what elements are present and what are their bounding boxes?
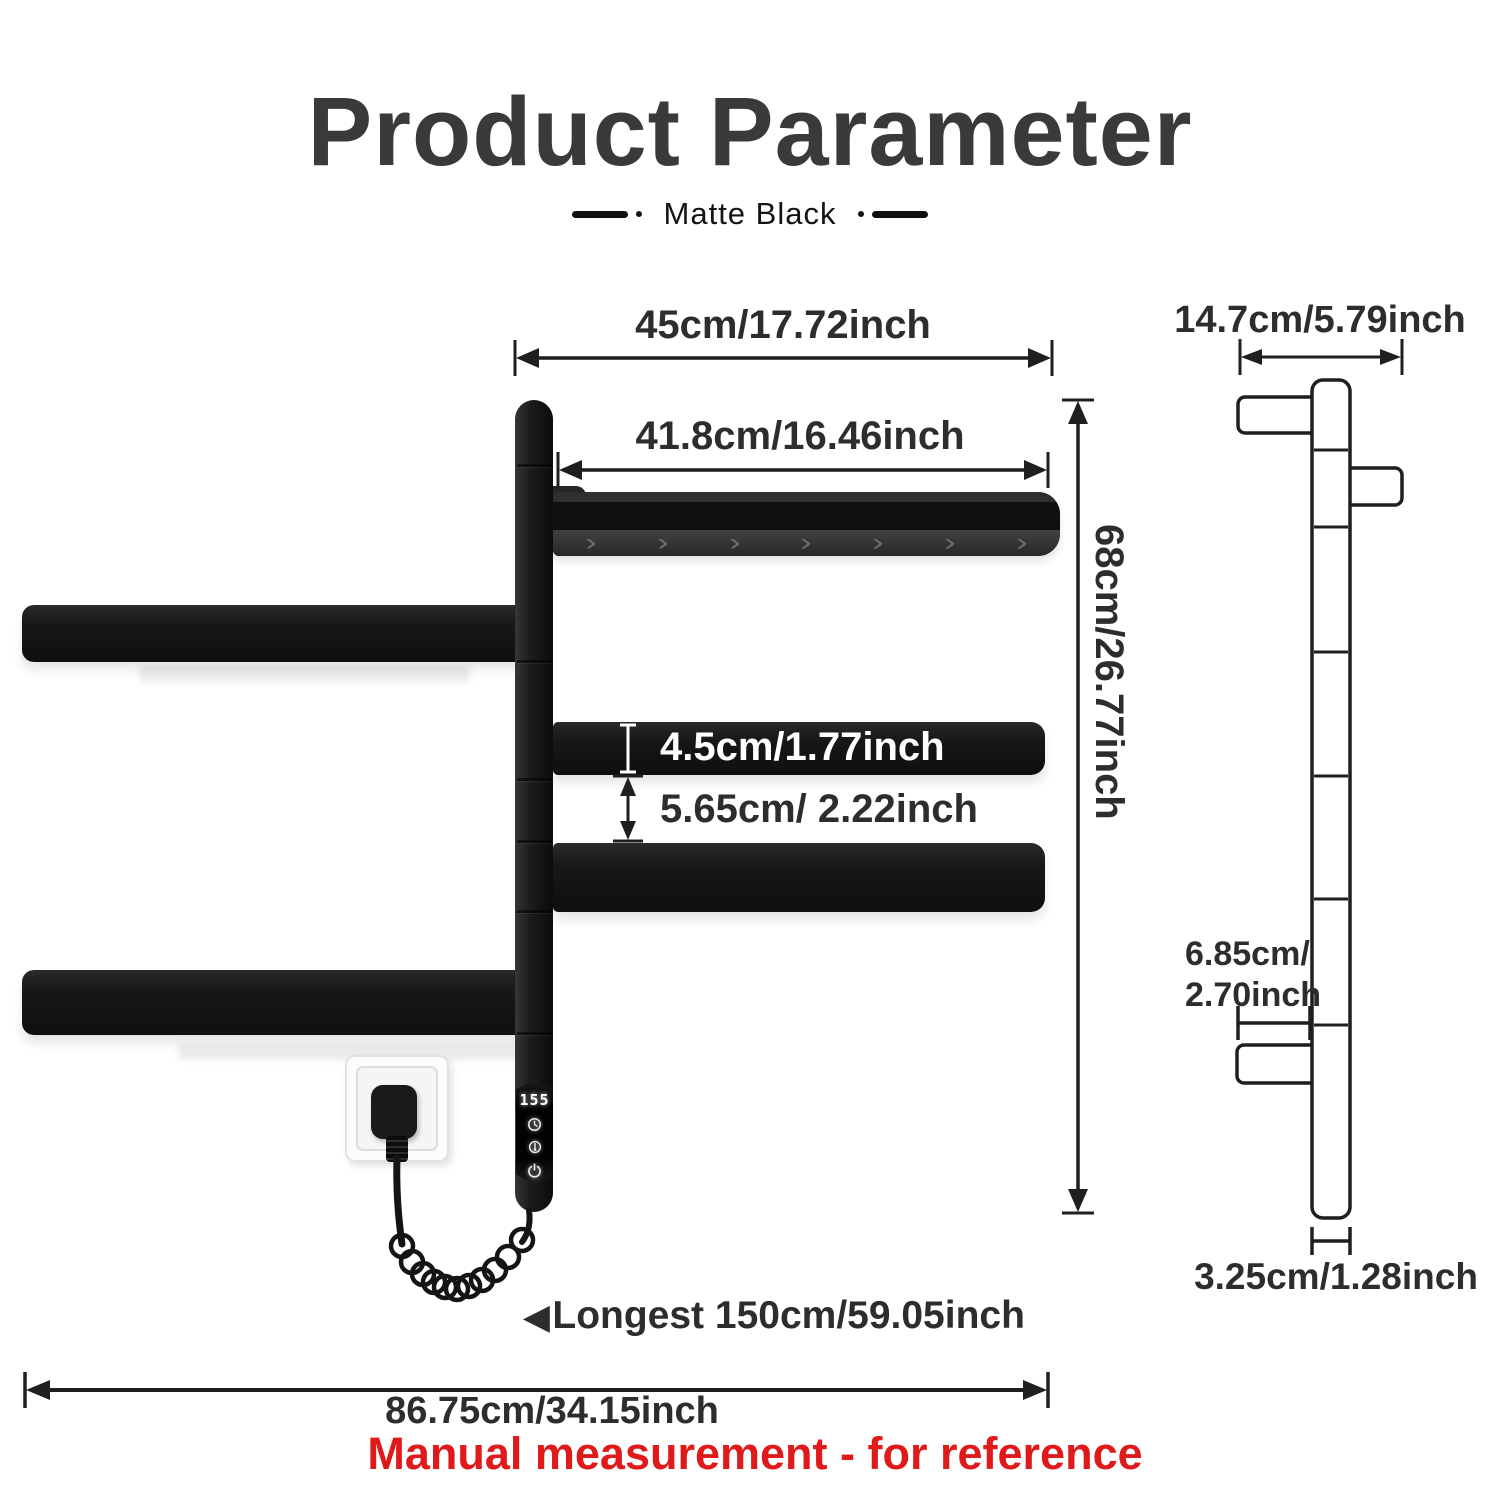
dim-shelf-width-arrow — [556, 452, 1050, 488]
label-side-depth: 6.85cm/ 2.70inch — [1185, 934, 1321, 1016]
subtitle-dot-right — [858, 211, 865, 217]
side-view-drawing — [1235, 378, 1404, 1220]
dimension-lines — [23, 339, 1404, 1408]
temperature-readout: 155 — [519, 1091, 550, 1109]
pole-joint — [517, 464, 551, 467]
label-total-width: 86.75cm/34.15inch — [385, 1390, 719, 1432]
towel-bar-right-lower — [553, 843, 1045, 912]
shelf-vent-chevron-icon: › — [656, 529, 669, 556]
shelf-front-face — [553, 502, 1060, 530]
shelf-vent-chevron-icon: › — [872, 529, 885, 556]
dim-side-width-arrow — [1238, 339, 1404, 375]
heater-pole-front — [515, 400, 553, 1212]
coiled-power-cord — [388, 1154, 536, 1303]
label-height: 68cm/26.77inch — [1087, 524, 1131, 820]
side-bar-bottom-left — [1235, 1043, 1323, 1085]
side-pole-joints — [1314, 448, 1348, 1027]
dim-total-width-arrow — [23, 1372, 1050, 1408]
subtitle-dash-right — [872, 210, 929, 218]
label-side-bottom-width: 3.25cm/1.28inch — [1194, 1256, 1478, 1297]
subtitle-dash-left — [571, 210, 628, 218]
label-side-depth-line1: 6.85cm/ — [1185, 935, 1310, 973]
shelf-top-face — [553, 492, 1060, 502]
dim-bar-thickness-line — [620, 723, 636, 774]
dim-side-depth-line — [1236, 1006, 1312, 1040]
pole-joint — [517, 778, 551, 781]
towel-bar-left-upper — [22, 605, 527, 662]
finish-label: Matte Black — [663, 196, 837, 231]
thermometer-icon — [528, 1140, 541, 1154]
side-pole — [1310, 378, 1352, 1220]
control-display-panel: 155 — [516, 1080, 553, 1184]
subtitle-row: Matte Black — [0, 196, 1500, 232]
dim-side-bottom-line — [1310, 1227, 1352, 1255]
cable-length-text: Longest 150cm/59.05inch — [552, 1294, 1025, 1337]
ghost-watermark — [140, 666, 470, 682]
page-title: Product Parameter — [307, 77, 1193, 186]
side-bar-top-left — [1236, 395, 1324, 435]
label-side-depth-line2: 2.70inch — [1185, 976, 1322, 1014]
shelf-vent-chevron-icon: › — [944, 529, 957, 556]
shelf-underside: › › › › › › › — [553, 530, 1060, 556]
shelf-vent-chevron-icon: › — [728, 529, 741, 556]
label-bar-thickness: 4.5cm/1.77inch — [660, 725, 945, 769]
measurement-disclaimer: Manual measurement - for reference — [367, 1428, 1143, 1479]
shelf-vent-chevron-icon: › — [800, 529, 813, 556]
dim-bar-spacing-arrow — [613, 774, 643, 843]
shelf-vent-chevron-icon: › — [585, 529, 597, 556]
towel-bar-right-upper — [553, 722, 1045, 775]
plug-cable-grip — [386, 1136, 408, 1162]
towel-shelf: › › › › › › › — [553, 492, 1060, 556]
label-top-width: 45cm/17.72inch — [635, 303, 931, 347]
label-cable-length: ◀ Longest 150cm/59.05inch — [524, 1294, 1025, 1338]
dim-top-width-arrow — [513, 340, 1054, 376]
pole-joint — [517, 840, 551, 843]
side-bar-right — [1342, 466, 1404, 507]
label-shelf-width: 41.8cm/16.46inch — [635, 414, 965, 458]
pole-joint — [517, 910, 551, 913]
shelf-vent-chevron-icon: › — [1015, 529, 1028, 556]
label-bar-spacing: 5.65cm/ 2.22inch — [660, 787, 978, 831]
power-plug — [371, 1085, 417, 1139]
timer-clock-icon — [527, 1117, 542, 1132]
pole-joint — [517, 1032, 551, 1035]
dim-height-arrow — [1062, 398, 1094, 1215]
power-icon — [528, 1163, 541, 1178]
towel-bar-left-lower — [22, 970, 527, 1035]
arrow-left-icon: ◀ — [524, 1297, 550, 1335]
label-side-width: 14.7cm/5.79inch — [1174, 299, 1466, 341]
subtitle-dot-left — [635, 211, 642, 217]
pole-joint — [517, 660, 551, 663]
